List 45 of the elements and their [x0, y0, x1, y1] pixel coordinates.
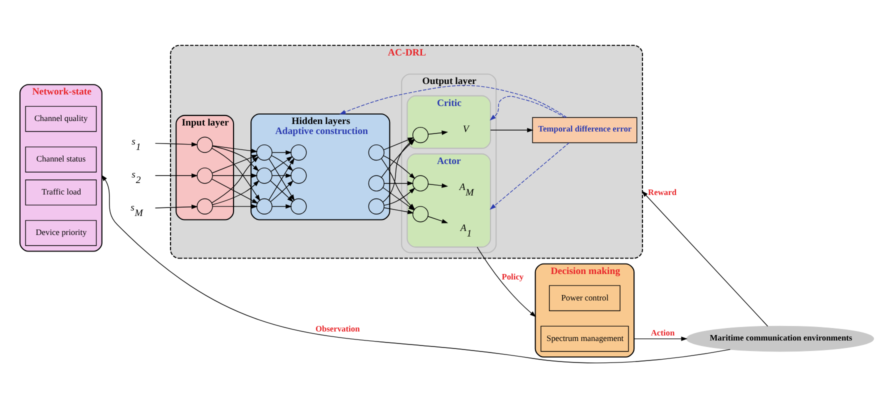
node-circle — [290, 144, 307, 161]
arrow — [384, 188, 416, 206]
arrow — [428, 183, 448, 188]
arrow — [490, 96, 566, 120]
arrow — [272, 204, 292, 209]
arrow — [211, 148, 260, 202]
node-circle — [368, 198, 384, 214]
arrow — [212, 145, 258, 154]
node-circle — [256, 144, 272, 161]
arrow — [634, 336, 688, 341]
arrow — [101, 174, 731, 364]
arrow — [384, 207, 414, 214]
arrow — [428, 216, 448, 224]
arrow — [272, 173, 292, 178]
node-circle — [196, 168, 213, 184]
arrow — [212, 154, 258, 174]
arrow — [490, 128, 534, 132]
arrow — [384, 181, 414, 186]
node-circle — [412, 206, 429, 222]
node-circle — [256, 198, 272, 214]
arrow — [154, 142, 198, 147]
arrow — [339, 85, 568, 118]
node-circle — [196, 136, 213, 153]
arrow — [490, 142, 570, 210]
arrow — [476, 246, 536, 318]
node-circle — [256, 168, 272, 184]
node-circle — [368, 144, 384, 161]
node-circle — [412, 175, 429, 192]
arrow — [272, 150, 292, 155]
node-circle — [412, 126, 429, 144]
arrow — [211, 156, 259, 204]
arrow — [154, 173, 198, 178]
arrow — [428, 130, 448, 135]
arrow — [212, 173, 258, 178]
arrow — [383, 155, 416, 180]
node-circle — [290, 198, 307, 214]
node-circle — [196, 198, 213, 214]
arrow — [642, 190, 768, 327]
node-text: V — [462, 124, 469, 136]
arrow — [154, 204, 198, 210]
node-circle — [368, 175, 384, 192]
arrow — [212, 204, 258, 209]
node-circle — [290, 168, 307, 184]
arrow — [212, 146, 259, 172]
cluster: Input layer — [176, 114, 234, 220]
